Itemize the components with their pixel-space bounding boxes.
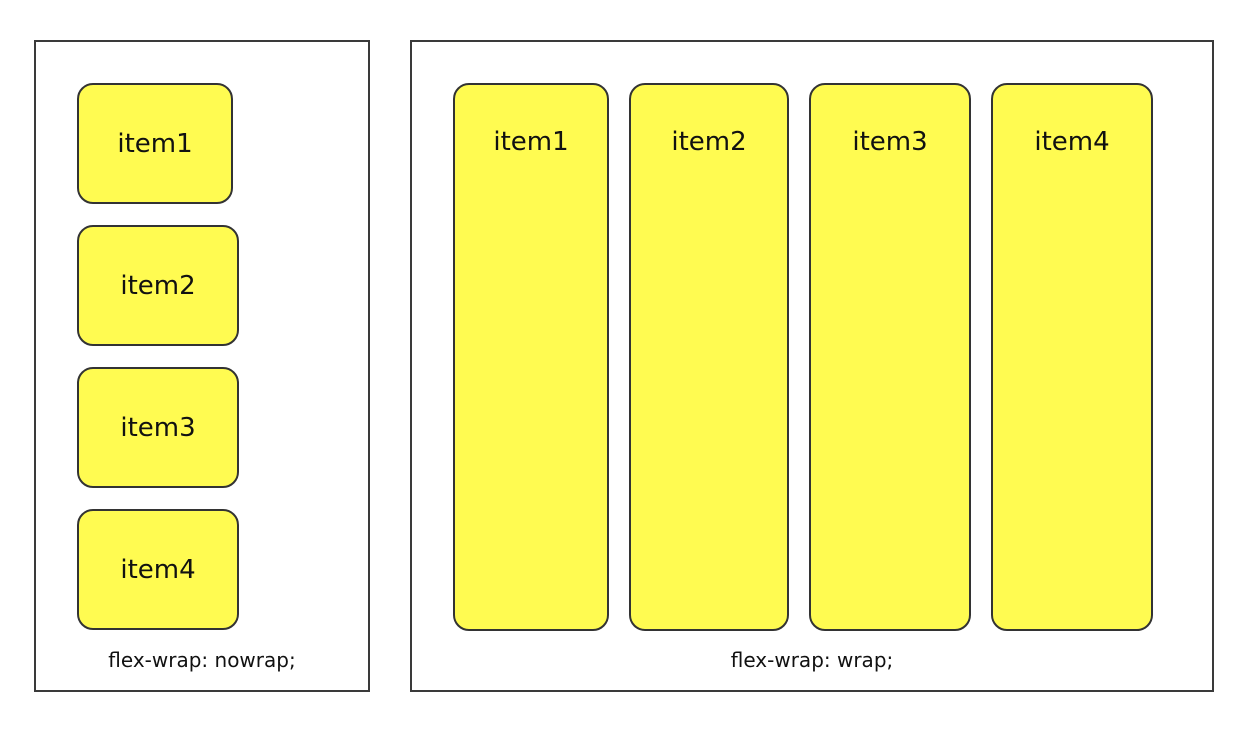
nowrap-flex-item-3: item3 (77, 367, 239, 488)
wrap-flex-item-2-label: item2 (671, 127, 747, 157)
wrap-flex-item-1-label: item1 (493, 127, 569, 157)
nowrap-flex-item-2-label: item2 (120, 270, 196, 301)
nowrap-flex-item-2: item2 (77, 225, 239, 346)
nowrap-flex-item-1-label: item1 (117, 128, 193, 159)
wrap-flex-item-2: item2 (629, 83, 789, 631)
wrap-caption: flex-wrap: wrap; (730, 648, 894, 672)
wrap-flex-item-3: item3 (809, 83, 971, 631)
wrap-flex-item-3-label: item3 (852, 127, 928, 157)
wrap-container-panel: item1 item2 item3 item4 flex-wrap: wrap; (410, 40, 1214, 692)
nowrap-flex-item-4-label: item4 (120, 554, 196, 585)
nowrap-flex-item-3-label: item3 (120, 412, 196, 443)
nowrap-flex-item-1: item1 (77, 83, 233, 204)
nowrap-container-panel: item1 item2 item3 item4 flex-wrap: nowra… (34, 40, 370, 692)
wrap-flex-item-4: item4 (991, 83, 1153, 631)
wrap-flex-item-4-label: item4 (1034, 127, 1110, 157)
nowrap-flex-item-4: item4 (77, 509, 239, 630)
nowrap-caption: flex-wrap: nowrap; (108, 648, 296, 672)
wrap-flex-item-1: item1 (453, 83, 609, 631)
